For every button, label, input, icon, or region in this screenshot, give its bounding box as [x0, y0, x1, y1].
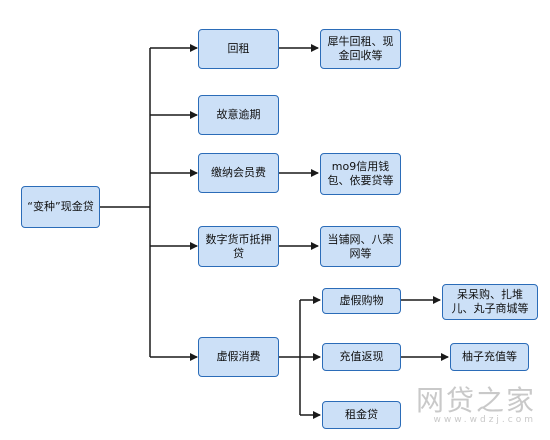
- crypto-examples-node: 当铺网、八荣网等: [320, 226, 401, 267]
- fake-consume-node: 虚假消费: [198, 337, 279, 377]
- watermark-url: www.wdzj.com: [433, 415, 536, 425]
- shopping-examples-node: 呆呆购、扎堆儿、丸子商城等: [442, 284, 538, 320]
- overdue-node: 故意逾期: [198, 95, 279, 135]
- rent-loan-node: 租金贷: [322, 401, 401, 429]
- recharge-examples-node: 柚子充值等: [450, 343, 529, 371]
- watermark-logo: 网贷之家 www.wdzj.com: [416, 387, 536, 426]
- recharge-cashback-node: 充值返现: [322, 343, 401, 371]
- crypto-node: 数字货币抵押贷: [198, 226, 279, 267]
- rental-node: 回租: [198, 29, 279, 69]
- watermark-text: 网贷之家: [415, 384, 536, 417]
- fake-shopping-node: 虚假购物: [322, 288, 401, 314]
- rental-examples-node: 犀牛回租、现金回收等: [320, 29, 401, 69]
- membership-node: 缴纳会员费: [198, 153, 279, 193]
- root-node: “变种”现金贷: [21, 186, 100, 228]
- membership-examples-node: mo9信用钱包、依要贷等: [320, 153, 401, 195]
